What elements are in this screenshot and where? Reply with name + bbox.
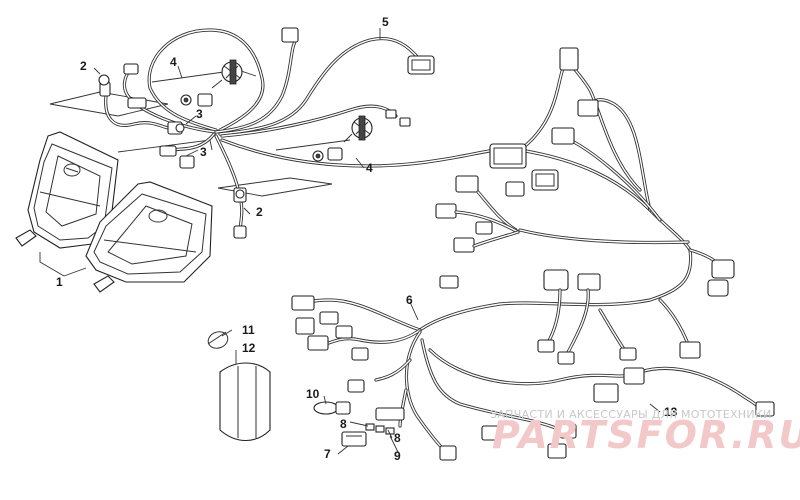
part-7-cover xyxy=(341,431,367,447)
callout-6: 6 xyxy=(406,293,413,307)
watermark: ЗАПЧАСТИ И АКСЕССУАРЫ ДЛЯ МОТОТЕХНИКИ PA… xyxy=(490,408,800,457)
callout-11: 11 xyxy=(242,323,255,337)
callout-labels: 1 2 2 3 3 4 4 5 6 7 8 8 9 10 11 12 13 xyxy=(56,15,678,463)
callout-9: 9 xyxy=(394,449,401,463)
callout-4-lower: 4 xyxy=(366,161,373,175)
callout-8-right: 8 xyxy=(394,431,401,445)
callout-2-upper: 2 xyxy=(80,59,87,73)
callout-12: 12 xyxy=(242,341,256,355)
headlight-right xyxy=(85,181,213,293)
watermark-brand: PARTSFOR.RU xyxy=(492,413,800,457)
harness-6-lower xyxy=(291,295,775,461)
callout-3-upper: 3 xyxy=(196,107,203,121)
part-11-clamp xyxy=(207,331,229,349)
bulb-seal-upper xyxy=(180,59,243,107)
callout-10: 10 xyxy=(306,387,320,401)
callout-7: 7 xyxy=(324,447,331,461)
part-12-sleeve xyxy=(219,362,271,442)
harness-5 xyxy=(214,27,435,138)
callout-1: 1 xyxy=(56,275,63,289)
part-8-terminals xyxy=(365,423,395,435)
watermark-caption: ЗАПЧАСТИ И АКСЕССУАРЫ ДЛЯ МОТОТЕХНИКИ xyxy=(490,408,772,421)
bulb-seal-lower xyxy=(312,115,373,162)
callout-5: 5 xyxy=(382,15,389,29)
headlight-left xyxy=(15,131,119,249)
callout-3-lower: 3 xyxy=(200,145,207,159)
callout-13: 13 xyxy=(664,405,678,419)
callout-2-lower: 2 xyxy=(256,205,263,219)
headlight-harness xyxy=(98,28,265,239)
callout-8-left: 8 xyxy=(340,417,347,431)
callout-4-upper: 4 xyxy=(170,55,177,69)
main-harness-6 xyxy=(220,47,735,365)
callout-leaders xyxy=(39,65,661,455)
part-10-plug xyxy=(313,401,351,415)
